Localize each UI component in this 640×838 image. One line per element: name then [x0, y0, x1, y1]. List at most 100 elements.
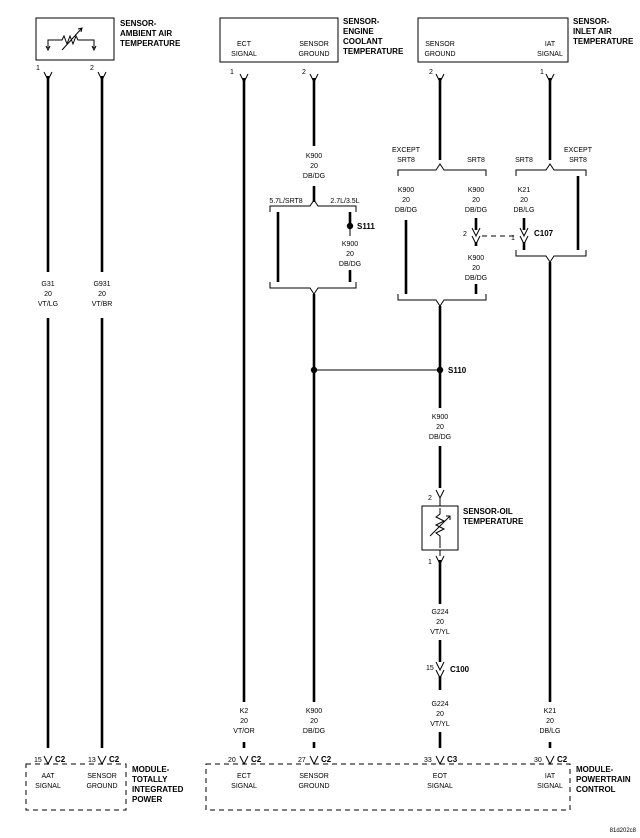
module-pcm-title-line3: CONTROL — [576, 785, 616, 794]
module-pin-label: GROUND — [298, 783, 329, 790]
wire-label: VT/YL — [430, 721, 450, 728]
wire-label: K21 — [544, 708, 557, 715]
wire-label: VT/YL — [430, 629, 450, 636]
module-pin-label: SIGNAL — [537, 783, 563, 790]
pin-label: 1 — [428, 559, 432, 566]
splice-s110: S110 — [310, 366, 467, 375]
wire-label: K900 — [398, 187, 414, 194]
sensor-ect-title-line4: TEMPERATURE — [343, 47, 404, 56]
module-pin-label: IAT — [545, 773, 556, 780]
module-tip-title-line2: TOTALLY — [132, 775, 168, 784]
wire-label: 20 — [346, 251, 354, 258]
pin-label: 2 — [428, 495, 432, 502]
option-label-2-7l-3-5l: 2.7L/3.5L — [330, 198, 359, 205]
sensor-ect-title-line3: COOLANT — [343, 37, 383, 46]
pin-label: 2 — [463, 231, 467, 238]
option-label-except: EXCEPT — [392, 147, 421, 154]
module-pin-label: AAT — [41, 773, 55, 780]
sensor-oil-title-line2: TEMPERATURE — [463, 517, 524, 526]
module-pcm-title-line1: MODULE- — [576, 765, 614, 774]
wire-g224: G224 20 VT/YL 15 C100 G224 20 VT/YL — [426, 560, 470, 748]
wire-label: K900 — [306, 153, 322, 160]
wire-k21: SRT8 EXCEPT SRT8 K21 20 DB/LG K21 20 DB/… — [513, 73, 593, 748]
wire-label: 20 — [98, 291, 106, 298]
module-tip-title-line3: INTEGRATED — [132, 785, 184, 794]
sensor-ect-title-line1: SENSOR- — [343, 17, 380, 26]
sensor-iat-title-line1: SENSOR- — [573, 17, 610, 26]
option-label-except: EXCEPT — [564, 147, 593, 154]
wire-label: VT/BR — [92, 301, 113, 308]
option-label-srt8: SRT8 — [397, 157, 415, 164]
wire-label: 20 — [436, 619, 444, 626]
sensor-aat-title-line3: TEMPERATURE — [120, 39, 181, 48]
wire-label: K21 — [518, 187, 531, 194]
pin-label: 33 — [424, 757, 432, 764]
pin-label: 1 — [36, 65, 40, 72]
wire-label: VT/LG — [38, 301, 58, 308]
pin-label: 30 — [534, 757, 542, 764]
wire-label: 20 — [240, 718, 248, 725]
option-label-5-7l-srt8: 5.7L/SRT8 — [269, 198, 302, 205]
wire-g931: G931 20 VT/BR — [92, 71, 113, 748]
module-pin-label: SIGNAL — [35, 783, 61, 790]
option-label-srt8: SRT8 — [515, 157, 533, 164]
wire-label: G31 — [41, 281, 54, 288]
module-totally-integrated-power: 15 C2 AAT SIGNAL 13 C2 SENSOR GROUND MOD… — [25, 755, 184, 811]
splice-s111-label: S111 — [357, 222, 375, 231]
wire-k900-ect-ground: K900 20 DB/DG 5.7L/SRT8 2.7L/3.5L S111 K… — [269, 73, 375, 748]
wire-label: 20 — [546, 718, 554, 725]
wire-label: 20 — [402, 197, 410, 204]
thermistor-symbol-aat — [45, 27, 97, 52]
pin-label: 1 — [230, 69, 234, 76]
splice-s110-label: S110 — [448, 366, 467, 375]
wire-label: DB/DG — [465, 207, 487, 214]
module-pin-label: SENSOR — [87, 773, 117, 780]
wire-label: K900 — [306, 708, 322, 715]
sensor-engine-coolant-temperature: ECT SIGNAL SENSOR GROUND SENSOR- ENGINE … — [219, 17, 404, 76]
connector-label: C3 — [447, 755, 458, 764]
module-pin-label: SENSOR — [299, 773, 329, 780]
connector-c100-pin: 15 — [426, 665, 434, 672]
wire-label: DB/DG — [395, 207, 417, 214]
sensor-iat-pin-label: GROUND — [424, 51, 455, 58]
figure-code: 81d202c8 — [610, 828, 637, 834]
pin-label: 1 — [540, 69, 544, 76]
pin-label: 2 — [302, 69, 306, 76]
wire-label: 20 — [44, 291, 52, 298]
sensor-inlet-air-temperature: SENSOR GROUND IAT SIGNAL SENSOR- INLET A… — [417, 17, 634, 76]
module-powertrain-control: 20 C2 ECT SIGNAL 27 C2 SENSOR GROUND 33 … — [205, 755, 631, 811]
wire-label: 20 — [436, 424, 444, 431]
wire-k2: K2 20 VT/OR — [233, 73, 255, 748]
module-pin-label: SIGNAL — [427, 783, 453, 790]
sensor-ect-pin-label: ECT — [237, 41, 252, 48]
sensor-iat-title-line2: INLET AIR — [573, 27, 612, 36]
wire-label: K900 — [468, 255, 484, 262]
wire-label: VT/OR — [233, 728, 254, 735]
pin-label: 2 — [429, 69, 433, 76]
connector-label: C2 — [557, 755, 568, 764]
wire-label: K900 — [432, 414, 448, 421]
wire-label: 20 — [520, 197, 528, 204]
wire-label: 20 — [310, 718, 318, 725]
wire-label: 20 — [436, 711, 444, 718]
sensor-iat-pin-label: SIGNAL — [537, 51, 563, 58]
wire-label: 20 — [472, 197, 480, 204]
wire-label: DB/DG — [303, 728, 325, 735]
wire-label: 20 — [310, 163, 318, 170]
sensor-ect-title-line2: ENGINE — [343, 27, 374, 36]
sensor-iat-pin-label: IAT — [545, 41, 556, 48]
sensor-ect-pin-label: SENSOR — [299, 41, 329, 48]
wire-label: K2 — [240, 708, 249, 715]
sensor-ect-pin-label: GROUND — [298, 51, 329, 58]
wire-label: DB/DG — [339, 261, 361, 268]
splice-s111-dot — [346, 222, 354, 230]
sensor-iat-title-line3: TEMPERATURE — [573, 37, 634, 46]
wire-label: G931 — [93, 281, 110, 288]
pin-label: 20 — [228, 757, 236, 764]
module-pin-label: SIGNAL — [231, 783, 257, 790]
connector-label: C2 — [251, 755, 262, 764]
sensor-aat-title-line1: SENSOR- — [120, 19, 157, 28]
wire-g31: G31 20 VT/LG — [38, 71, 58, 748]
module-tip-title-line4: POWER — [132, 795, 162, 804]
